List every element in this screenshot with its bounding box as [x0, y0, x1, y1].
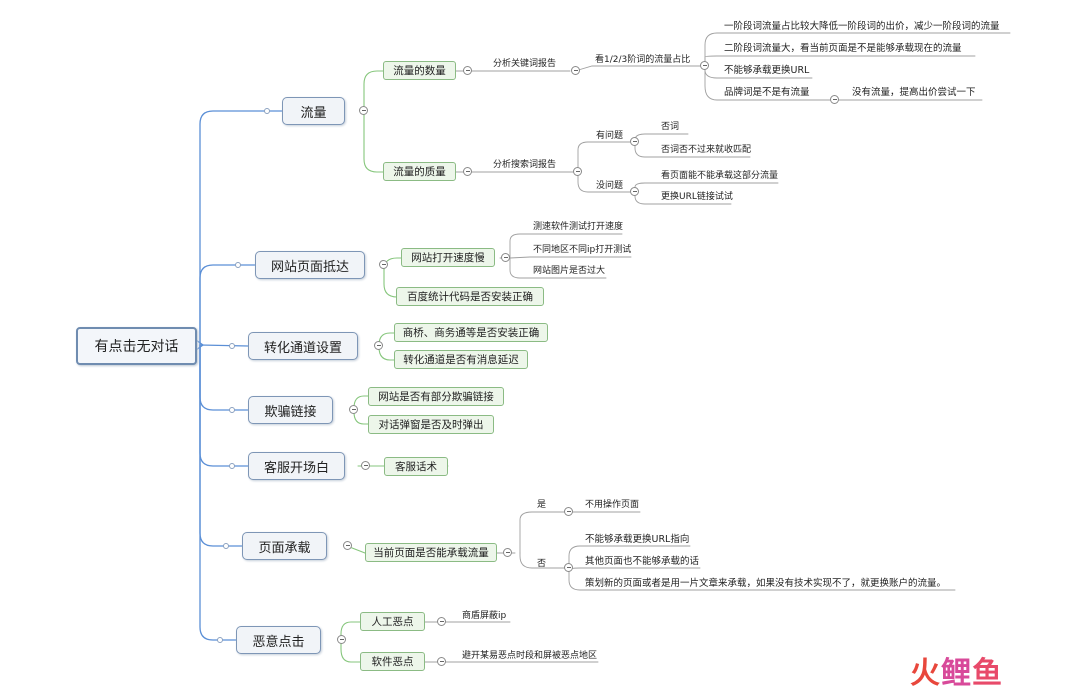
branch-deceptive-link[interactable]: 欺骗链接 [248, 396, 333, 424]
collapse-toggle[interactable] [463, 167, 472, 176]
topic-label: 流量的数量 [393, 65, 446, 77]
node-brand-traffic[interactable]: 品牌词是不是有流量 [724, 87, 810, 98]
connector-dot [217, 637, 223, 643]
node-region-ip-test[interactable]: 不同地区不同ip打开测试 [533, 245, 632, 255]
topic-label: 人工恶点 [371, 616, 414, 628]
topic-slow-site[interactable]: 网站打开速度慢 [401, 248, 495, 267]
branch-connectors [340, 70, 402, 663]
topic-page-capacity[interactable]: 当前页面是否能承载流量 [365, 543, 497, 562]
node-tier-traffic-share[interactable]: 看1/2/3阶词的流量占比 [595, 55, 691, 65]
topic-cs-script[interactable]: 客服话术 [384, 457, 448, 476]
node-no-page-change[interactable]: 不用操作页面 [585, 500, 640, 510]
connector-dot [229, 343, 235, 349]
node-shield-ip[interactable]: 商盾屏蔽ip [462, 611, 507, 621]
topic-deceptive-links[interactable]: 网站是否有部分欺骗链接 [368, 387, 504, 406]
watermark-logo: 火鲤鱼 [910, 656, 1003, 691]
topic-traffic-quality[interactable]: 流量的质量 [383, 162, 456, 181]
node-avoid-time-region[interactable]: 避开某易恶点时段和屏被恶点地区 [462, 651, 598, 661]
branch-page-load[interactable]: 页面承载 [242, 532, 327, 560]
topic-chat-tools-installed[interactable]: 商桥、商务通等是否安装正确 [394, 323, 548, 342]
collapse-toggle[interactable] [564, 563, 573, 572]
collapse-toggle[interactable] [501, 253, 510, 262]
node-new-landing-page[interactable]: 策划新的页面或者是用一片文章来承载，如果没有技术实现不了，就更换账户的流量。 [585, 578, 947, 589]
collapse-toggle[interactable] [503, 548, 512, 557]
node-image-size[interactable]: 网站图片是否过大 [533, 266, 606, 276]
connector-dot [223, 543, 229, 549]
leaf-connectors [424, 32, 1011, 663]
topic-label: 对话弹窗是否及时弹出 [378, 419, 484, 431]
branch-conversion-channel[interactable]: 转化通道设置 [248, 332, 358, 360]
topic-channel-delay[interactable]: 转化通道是否有消息延迟 [394, 350, 528, 369]
node-has-problem[interactable]: 有问题 [596, 131, 624, 141]
node-other-pages-fail[interactable]: 其他页面也不能够承载的话 [585, 556, 700, 567]
topic-label: 软件恶点 [371, 656, 414, 668]
branch-label: 页面承载 [258, 540, 311, 556]
node-tier1-lower-bid[interactable]: 一阶段词流量占比较大降低一阶段词的出价，减少一阶段词的流量 [724, 21, 1000, 32]
collapse-toggle[interactable] [630, 187, 639, 196]
branch-traffic[interactable]: 流量 [282, 97, 345, 125]
branch-label: 网站页面抵达 [270, 259, 349, 275]
collapse-toggle[interactable] [630, 137, 639, 146]
root-label: 有点击无对话 [94, 339, 179, 355]
node-speed-test-tool[interactable]: 测速软件测试打开速度 [533, 222, 624, 232]
node-try-new-url[interactable]: 更换URL链接试试 [661, 192, 733, 202]
collapse-toggle[interactable] [830, 95, 839, 104]
collapse-toggle[interactable] [337, 635, 346, 644]
node-change-url-target[interactable]: 不能够承载更换URL指向 [585, 534, 690, 545]
collapse-toggle[interactable] [437, 617, 446, 626]
collapse-toggle[interactable] [359, 106, 368, 115]
collapse-toggle[interactable] [374, 341, 383, 350]
collapse-toggle[interactable] [379, 260, 388, 269]
collapse-toggle[interactable] [573, 167, 582, 176]
root-connectors [199, 110, 283, 641]
topic-manual-click[interactable]: 人工恶点 [360, 612, 425, 631]
node-change-url[interactable]: 不能够承载更换URL [724, 65, 810, 76]
topic-label: 当前页面是否能承载流量 [373, 547, 489, 559]
topic-label: 网站打开速度慢 [411, 252, 485, 264]
topic-baidu-stats-code[interactable]: 百度统计代码是否安装正确 [396, 287, 544, 306]
branch-label: 恶意点击 [252, 634, 305, 650]
collapse-toggle[interactable] [349, 405, 358, 414]
connector-dot [229, 463, 235, 469]
topic-label: 流量的质量 [393, 166, 446, 178]
topic-label: 转化通道是否有消息延迟 [403, 354, 519, 366]
collapse-toggle[interactable] [463, 66, 472, 75]
collapse-toggle[interactable] [571, 66, 580, 75]
branch-page-reach[interactable]: 网站页面抵达 [255, 251, 365, 279]
branch-cs-opening[interactable]: 客服开场白 [248, 452, 345, 480]
branch-label: 转化通道设置 [263, 340, 342, 356]
collapse-toggle[interactable] [343, 541, 352, 550]
branch-label: 客服开场白 [263, 460, 329, 476]
node-search-term-report[interactable]: 分析搜索词报告 [493, 160, 557, 170]
connector-dot [235, 262, 241, 268]
collapse-toggle[interactable] [564, 507, 573, 516]
node-negative-words[interactable]: 否词 [661, 122, 680, 132]
topic-label: 网站是否有部分欺骗链接 [378, 391, 494, 403]
collapse-toggle[interactable] [361, 461, 370, 470]
topic-popup-timing[interactable]: 对话弹窗是否及时弹出 [368, 415, 494, 434]
node-no[interactable]: 否 [537, 559, 547, 569]
root-node[interactable]: 有点击无对话 [76, 327, 197, 365]
node-yes[interactable]: 是 [537, 500, 547, 510]
topic-software-click[interactable]: 软件恶点 [360, 652, 425, 671]
branch-label: 流量 [300, 105, 327, 121]
node-narrow-match[interactable]: 否词否不过来就收匹配 [661, 145, 752, 155]
node-tier2-page-capacity[interactable]: 二阶段词流量大，看当前页面是不是能够承载现在的流量 [724, 43, 962, 54]
branch-malicious-click[interactable]: 恶意点击 [236, 626, 321, 654]
connector-dot [264, 108, 270, 114]
topic-label: 百度统计代码是否安装正确 [407, 291, 533, 303]
node-page-can-handle[interactable]: 看页面能不能承载这部分流量 [661, 171, 779, 181]
collapse-toggle[interactable] [437, 657, 446, 666]
topic-traffic-quantity[interactable]: 流量的数量 [383, 61, 456, 80]
connector-dot [229, 407, 235, 413]
node-keyword-report[interactable]: 分析关键词报告 [493, 59, 557, 69]
topic-label: 客服话术 [395, 461, 437, 473]
branch-label: 欺骗链接 [264, 404, 317, 420]
node-raise-bid[interactable]: 没有流量，提高出价尝试一下 [852, 87, 976, 98]
collapse-toggle[interactable] [700, 61, 709, 70]
topic-label: 商桥、商务通等是否安装正确 [402, 327, 540, 339]
node-no-problem[interactable]: 没问题 [596, 181, 624, 191]
